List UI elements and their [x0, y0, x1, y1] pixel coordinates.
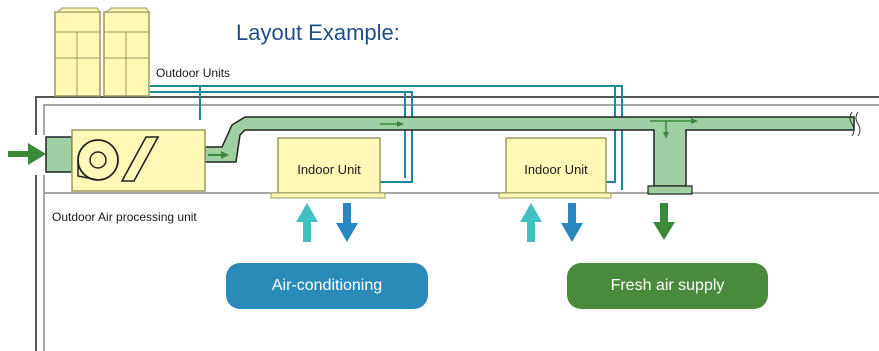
indoor-unit-1-label: Indoor Unit	[297, 162, 361, 177]
outdoor-air-processing-unit-icon	[71, 129, 206, 192]
air-conditioning-arrows	[296, 203, 583, 242]
green-flow-arrows	[8, 118, 698, 240]
outdoor-units-label: Outdoor Units	[156, 66, 231, 80]
air-conditioning-badge: Air-conditioning	[226, 263, 428, 309]
outdoor-units-icon	[54, 7, 150, 97]
indoor-unit-1-icon	[270, 137, 386, 199]
outdoor-air-unit-label: Outdoor Air processing unit	[52, 210, 197, 224]
indoor-unit-2-icon	[498, 137, 612, 199]
indoor-unit-2-label: Indoor Unit	[524, 162, 588, 177]
fresh-air-supply-badge: Fresh air supply	[567, 263, 768, 309]
page-title: Layout Example:	[236, 20, 400, 45]
fresh-air-duct	[45, 111, 861, 195]
